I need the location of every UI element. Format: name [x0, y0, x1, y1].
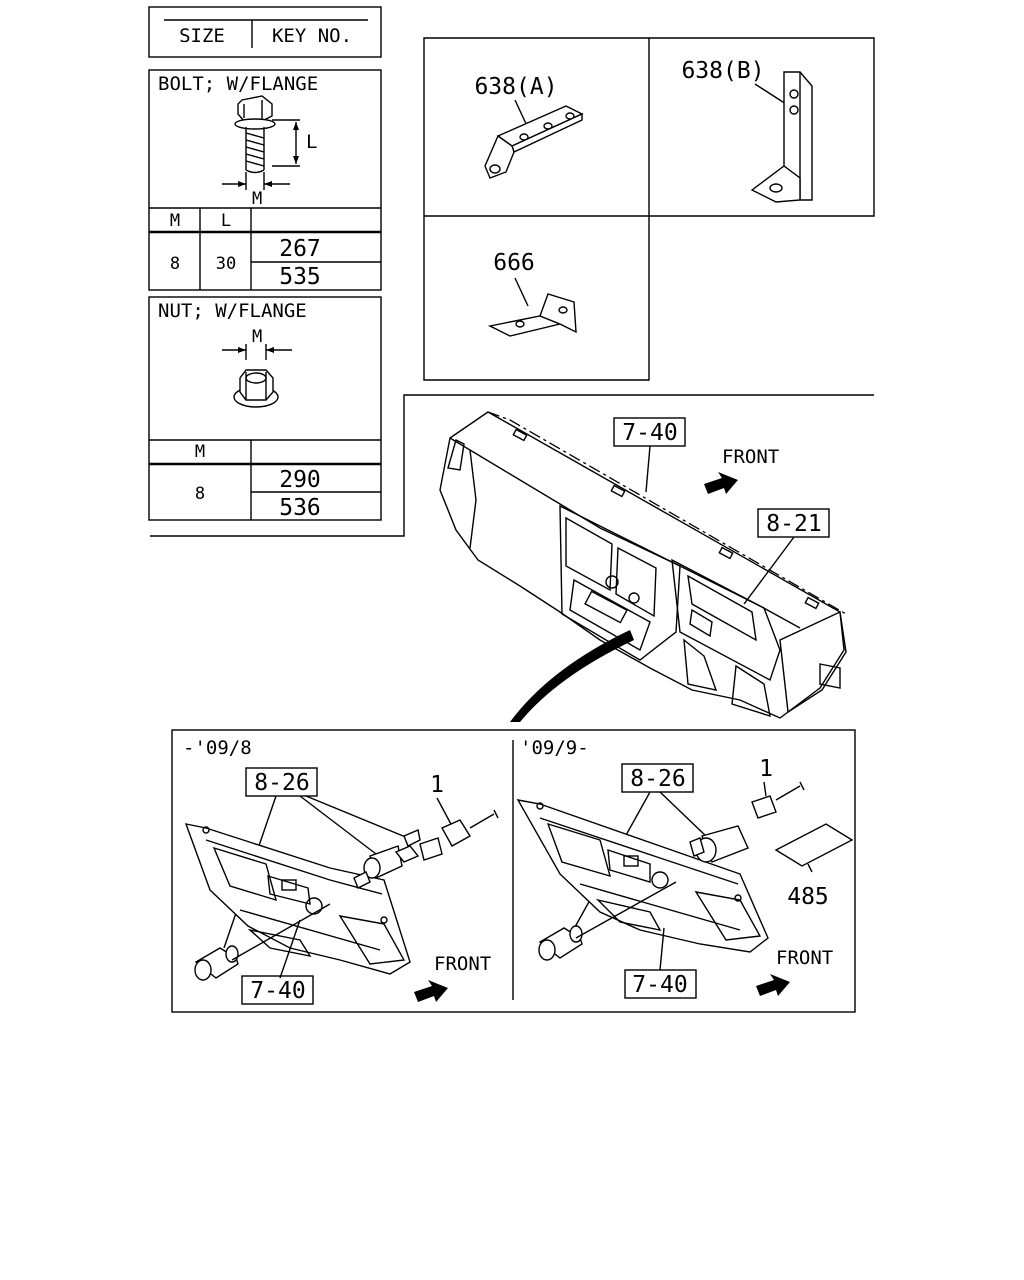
- bolt-row-m: 8: [170, 254, 180, 274]
- knob-left: [194, 945, 239, 981]
- nut-title: NUT; W/FLANGE: [158, 300, 307, 322]
- knob-right: [538, 925, 583, 961]
- bolt-col-m: M: [170, 211, 180, 231]
- right-ref-8-26: 8-26: [630, 766, 685, 792]
- left-period-label: -'09/8: [183, 737, 252, 759]
- key-no-header-label: KEY NO.: [272, 25, 352, 47]
- switch-unit-left: [353, 809, 499, 889]
- detail-right: '09/9- 8-26 1: [516, 737, 854, 999]
- bolt-dim-l: L: [306, 131, 317, 153]
- flange-bolt-icon: [234, 95, 276, 174]
- right-ref-7-40: 7-40: [632, 972, 687, 998]
- bracket-638b-label: 638(B): [681, 58, 764, 84]
- right-key-1: 1: [759, 756, 773, 782]
- left-front-label: FRONT: [434, 953, 491, 975]
- bracket-638b-icon: [750, 71, 813, 203]
- nut-key-290: 290: [279, 467, 321, 493]
- right-key-485: 485: [787, 884, 829, 910]
- left-ref-8-26: 8-26: [254, 770, 309, 796]
- bracket-638a-icon: [484, 105, 584, 179]
- bolt-dim-m: M: [252, 189, 262, 209]
- bolt-title: BOLT; W/FLANGE: [158, 73, 318, 95]
- bolt-row-l: 30: [216, 254, 236, 274]
- nut-row-m: 8: [195, 484, 205, 504]
- left-ref-7-40: 7-40: [250, 978, 305, 1004]
- switch-panel-left: [184, 823, 411, 975]
- size-key-header: SIZE KEY NO.: [148, 6, 382, 58]
- pad-485: [774, 823, 854, 873]
- left-key-1: 1: [430, 772, 444, 798]
- bolt-key-267: 267: [279, 236, 321, 262]
- front-arrow-icon: [414, 980, 448, 1002]
- dashboard-ref-8-21: 8-21: [766, 511, 821, 537]
- bolt-table: BOLT; W/FLANGE L M M L 8 30 26: [148, 69, 382, 291]
- flange-nut-icon: [233, 369, 279, 408]
- bracket-666-icon: [487, 293, 577, 337]
- switch-panel-right: [516, 799, 769, 953]
- nut-col-m: M: [195, 442, 205, 462]
- dashboard-front-label: FRONT: [722, 446, 779, 468]
- dashboard-ref-7-40: 7-40: [622, 420, 677, 446]
- brackets-box: 638(A) 638(B) 666: [423, 37, 875, 381]
- right-period-label: '09/9-: [520, 737, 589, 759]
- detail-left: -'09/8 8-26 1: [183, 737, 499, 1005]
- front-arrow-icon: [756, 974, 790, 996]
- nut-key-536: 536: [279, 495, 321, 521]
- switch-unit-right: [689, 781, 805, 863]
- bracket-666-label: 666: [493, 250, 535, 276]
- bracket-638a-label: 638(A): [474, 74, 557, 100]
- front-arrow-icon: [704, 472, 738, 494]
- nut-dim-m: M: [252, 327, 262, 347]
- bolt-key-535: 535: [279, 264, 321, 290]
- right-front-label: FRONT: [776, 947, 833, 969]
- bolt-col-l: L: [221, 211, 231, 231]
- detail-box: -'09/8 8-26 1: [171, 729, 856, 1013]
- dashboard-area: 7-40 8-21 FRONT: [150, 394, 874, 722]
- size-header-label: SIZE: [179, 25, 225, 47]
- dashboard-assembly: [439, 411, 847, 719]
- detail-pointer-icon: [510, 630, 634, 722]
- nut-table: NUT; W/FLANGE M M 8 290 536: [148, 296, 382, 521]
